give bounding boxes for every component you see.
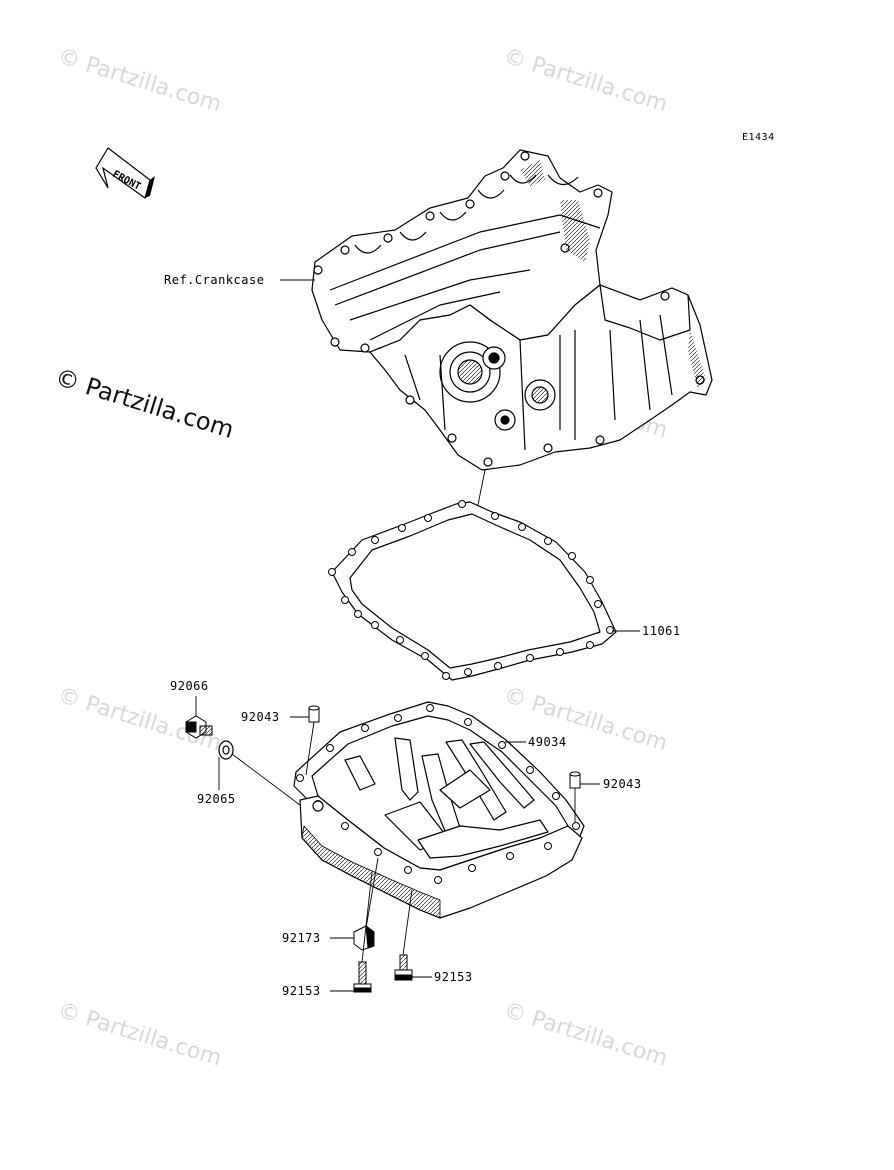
- diagram-code: E1434: [742, 132, 775, 143]
- bolt-left-leader: [361, 871, 373, 963]
- drain-plug-icon: [185, 715, 213, 739]
- dowel-left-leader: [305, 721, 315, 776]
- ref-crankcase-label: Ref.Crankcase: [164, 273, 265, 287]
- front-arrow-icon: FRONT: [95, 147, 155, 199]
- washer-leader: [231, 753, 301, 806]
- part-callout-49034[interactable]: 49034: [528, 735, 567, 749]
- callout-leaders: [195, 630, 640, 992]
- dowel-pin-right-icon: [569, 771, 581, 789]
- dowel-pin-left-icon: [308, 705, 320, 723]
- part-callout-92153-left[interactable]: 92153: [282, 984, 321, 998]
- washer-icon: [218, 740, 234, 760]
- oil-pan: [293, 701, 585, 919]
- part-callout-92173[interactable]: 92173: [282, 931, 321, 945]
- clamp-leader: [365, 857, 379, 929]
- part-callout-92043-left[interactable]: 92043: [241, 710, 280, 724]
- gasket: [328, 500, 617, 681]
- crankcase: [311, 149, 713, 471]
- part-callout-92043-right[interactable]: 92043: [603, 777, 642, 791]
- bolt-right-icon: [394, 954, 413, 981]
- bolt-right-leader: [402, 889, 413, 956]
- part-callout-92065[interactable]: 92065: [197, 792, 236, 806]
- part-callout-11061[interactable]: 11061: [642, 624, 681, 638]
- part-callout-92066[interactable]: 92066: [170, 679, 209, 693]
- part-callout-92153-right[interactable]: 92153: [434, 970, 473, 984]
- bolt-left-icon: [353, 961, 372, 993]
